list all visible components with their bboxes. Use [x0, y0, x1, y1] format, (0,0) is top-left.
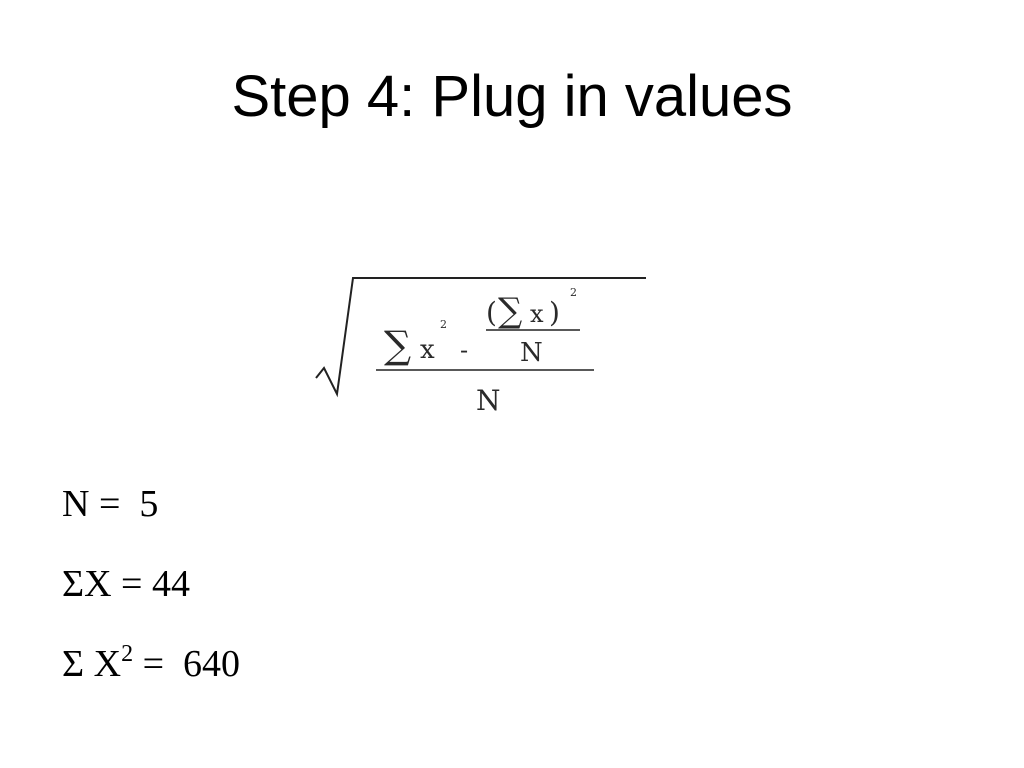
sum-x-value: 44	[152, 563, 190, 605]
sum-x-squared-row: Σ X2 = 640	[62, 640, 240, 720]
n-label: N =	[62, 483, 130, 525]
sum-x-row: ΣX = 44	[62, 560, 240, 640]
standard-deviation-formula: ∑ x 2 - ( ∑ x ) 2 N N	[308, 262, 654, 422]
sum-x-squared-value: 640	[183, 643, 240, 685]
formula-svg: ∑ x 2 - ( ∑ x ) 2 N N	[315, 277, 646, 417]
sum-x-squared-equals: =	[133, 643, 174, 685]
sum-x-squared-exponent: 2	[121, 641, 134, 667]
slide-title: Step 4: Plug in values	[231, 64, 793, 129]
radical-sign	[315, 277, 646, 398]
n-value-row: N = 5	[62, 480, 240, 560]
numerator-x: x	[420, 335, 435, 365]
inner-open-paren: (	[486, 296, 497, 329]
values-list: N = 5 ΣX = 44 Σ X2 = 640	[62, 480, 240, 720]
outer-denominator: N	[476, 384, 501, 417]
numerator-exponent: 2	[440, 318, 447, 331]
sum-x-label: ΣX =	[62, 563, 152, 605]
inner-exponent: 2	[570, 286, 577, 299]
minus-sign: -	[460, 336, 468, 364]
sum-x-squared-label: Σ X	[62, 643, 122, 685]
inner-sigma: ∑	[498, 291, 522, 331]
inner-close-paren: )	[549, 296, 560, 329]
numerator-sigma: ∑	[384, 323, 411, 367]
n-value: 5	[139, 483, 159, 525]
inner-denominator: N	[520, 338, 543, 368]
inner-x: x	[530, 300, 544, 328]
